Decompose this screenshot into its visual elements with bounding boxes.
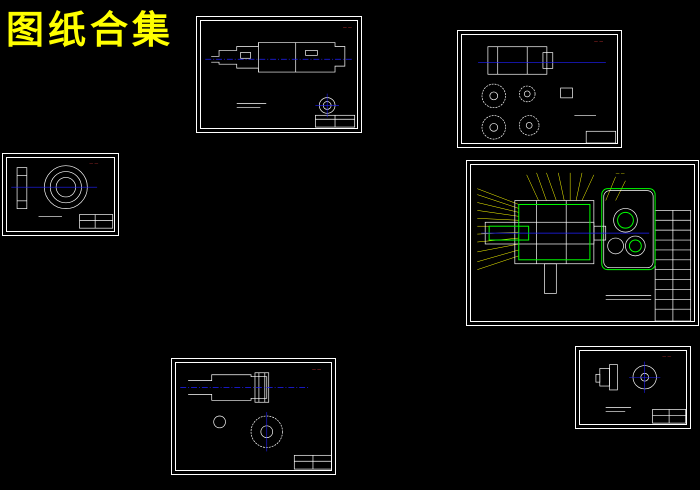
svg-text:— —: — —	[343, 25, 352, 30]
svg-text:— —: — —	[89, 160, 98, 165]
sheet-frame	[6, 157, 115, 232]
gear-shaft-drawing-icon: — —	[180, 367, 332, 470]
gear-drawing-icon: — —	[478, 39, 617, 144]
drawing-sheet-gear-shaft[interactable]: — —	[171, 358, 336, 475]
svg-text:— —: — —	[616, 171, 625, 176]
drawing-sheet-shaft[interactable]: — —	[196, 16, 362, 133]
sheet-frame	[470, 164, 695, 322]
drawing-sheet-bearing-cover[interactable]: — —	[2, 153, 119, 236]
shaft-drawing-icon: — —	[205, 25, 356, 128]
sheet-frame	[461, 34, 618, 144]
svg-text:— —: — —	[662, 353, 671, 358]
bearing-drawing-icon: — —	[11, 160, 114, 229]
drawing-sheet-gears[interactable]: — —	[457, 30, 622, 148]
svg-text:— —: — —	[594, 39, 603, 44]
drawing-sheet-flange[interactable]: — —	[575, 346, 691, 429]
sheet-frame	[579, 350, 687, 425]
sheet-frame	[200, 20, 358, 129]
sheet-frame	[175, 362, 332, 471]
page-title: 图纸合集	[6, 8, 175, 52]
flange-drawing-icon: — —	[595, 353, 687, 424]
assembly-drawing-icon: — —	[477, 171, 692, 322]
drawing-sheet-assembly[interactable]: — —	[466, 160, 699, 326]
svg-text:— —: — —	[312, 367, 321, 372]
